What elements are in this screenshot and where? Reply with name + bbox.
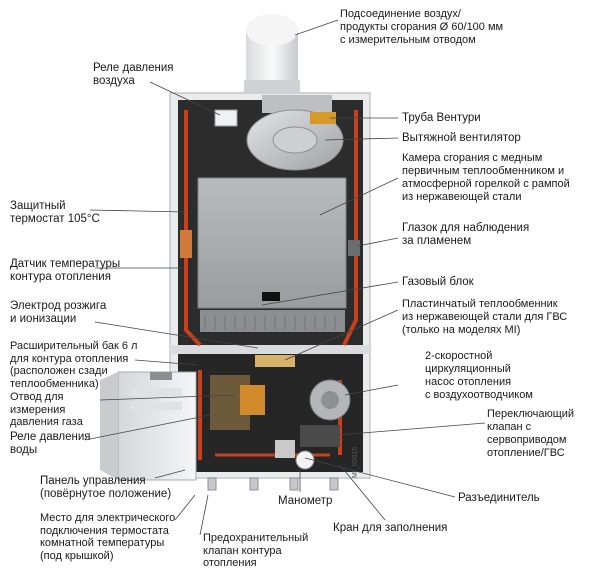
label-gas-pressure-tap: Отвод для измерения давления газа <box>10 391 83 428</box>
label-gas-valve: Газовый блок <box>402 276 474 288</box>
image-code: MI_00015 <box>352 446 359 478</box>
label-heating-temp-sensor: Датчик температуры контура отопления <box>10 258 121 283</box>
label-ignition-electrode: Электрод розжига и ионизации <box>10 300 107 325</box>
leader-lines <box>84 19 486 536</box>
label-diverter-valve: Переключающий клапан с сервоприводом ото… <box>487 408 575 459</box>
label-air-gas-connection: Подсоединение воздух/ продукты сгорания … <box>340 8 504 46</box>
label-room-thermostat-connection: Место для электрического подключения тер… <box>40 512 176 562</box>
label-control-panel: Панель управления (повёрнутое положение) <box>40 475 172 500</box>
label-combustion-chamber: Камера сгорания с медным первичным тепло… <box>402 152 570 203</box>
exhaust-fan-shape <box>214 95 344 171</box>
label-expansion-tank: Расширительный бак 6 л для контура отопл… <box>10 340 138 390</box>
label-manometer: Манометр <box>278 495 333 507</box>
label-exhaust-fan: Вытяжной вентилятор <box>402 132 521 144</box>
label-safety-thermostat: Защитный термостат 105°C <box>10 200 100 225</box>
hydraulic-group <box>210 355 351 470</box>
label-disconnector: Разъединитель <box>458 492 540 504</box>
label-water-pressure-relay: Реле давления воды <box>10 431 91 456</box>
label-flame-window: Глазок для наблюдения за пламенем <box>402 222 530 247</box>
label-circulation-pump: 2-скоростной циркуляционный насос отопле… <box>425 350 533 401</box>
label-venturi-tube: Труба Вентури <box>402 112 481 124</box>
bottom-connections <box>207 477 339 491</box>
label-plate-heat-exchanger: Пластинчатый теплообменник из нержавеюще… <box>402 298 568 336</box>
label-air-pressure-relay: Реле давления воздуха <box>93 62 174 87</box>
label-fill-valve: Кран для заполнения <box>333 522 448 534</box>
flue-cap <box>244 14 300 94</box>
label-safety-valve: Предохранительный клапан контура отоплен… <box>203 532 309 569</box>
combustion-chamber-shape <box>180 177 360 332</box>
